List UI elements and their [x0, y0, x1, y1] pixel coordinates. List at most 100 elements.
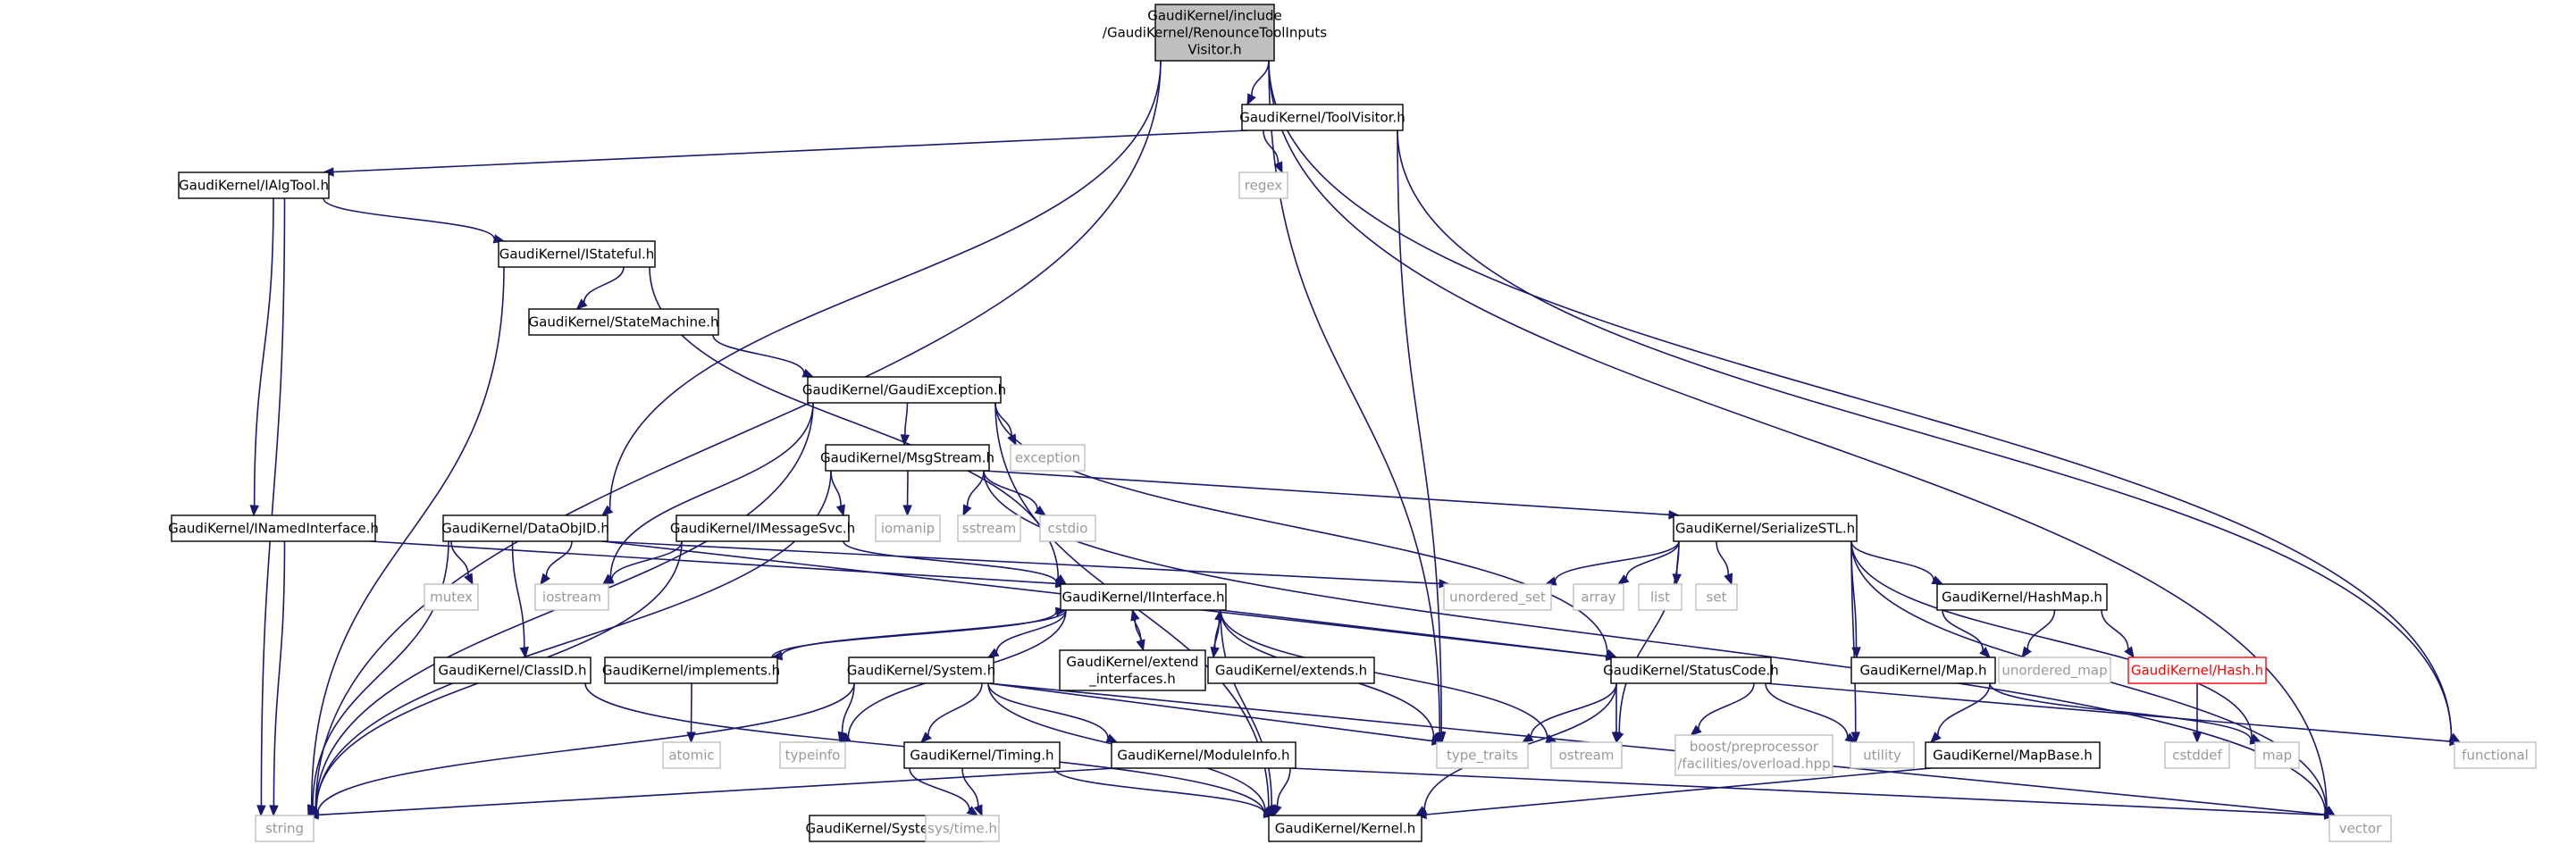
node-box	[1238, 171, 1288, 199]
edge-line	[841, 682, 855, 733]
edge-line	[332, 130, 1248, 173]
edge-line	[904, 402, 909, 436]
node-label-line: string	[265, 821, 304, 837]
edge-msgstream-to-serializestl	[983, 470, 1681, 520]
edge-system-to-string	[306, 682, 855, 818]
edge-line	[1268, 60, 2453, 738]
node-box	[1241, 104, 1404, 131]
node-array: array	[1573, 583, 1624, 611]
edge-timing-to-systembase	[909, 767, 979, 816]
node-box	[2328, 815, 2392, 842]
edge-line	[1850, 540, 1857, 733]
node-timing[interactable]: GaudiKernel/Timing.h	[903, 741, 1061, 769]
node-label-line: mutex	[430, 590, 473, 606]
node-mapbase[interactable]: GaudiKernel/MapBase.h	[1925, 741, 2101, 769]
node-box	[604, 656, 778, 684]
node-map: map	[2254, 741, 2300, 769]
edge-line	[843, 540, 1057, 583]
node-map-h[interactable]: GaudiKernel/Map.h	[1850, 656, 1996, 684]
arrowhead	[1246, 93, 1256, 106]
arrowhead	[900, 434, 910, 447]
node-classid[interactable]: GaudiKernel/ClassID.h	[433, 656, 592, 684]
node-label-line: sstream	[962, 521, 1016, 537]
node-box	[1111, 741, 1296, 769]
node-ialgtool[interactable]: GaudiKernel/IAlgTool.h	[178, 171, 330, 199]
node-imessagesvc[interactable]: GaudiKernel/IMessageSvc.h	[670, 514, 855, 542]
edge-system-to-type_traits	[987, 682, 1444, 746]
edge-hashmap-to-hash_h	[2101, 609, 2135, 659]
edge-serializestl-to-utility	[1850, 540, 1860, 744]
edge-serializestl-to-map	[1850, 540, 2262, 743]
node-box	[1573, 583, 1624, 611]
edge-line	[317, 767, 1118, 816]
edge-line	[1936, 682, 1991, 736]
arrowhead	[1214, 608, 1224, 622]
edge-line	[1716, 540, 1730, 575]
node-regex: regex	[1238, 171, 1288, 199]
edge-hash_h-to-cstddef	[2192, 683, 2203, 744]
node-box	[1610, 656, 1772, 684]
edge-implements-to-atomic	[686, 682, 696, 744]
node-statemachine[interactable]: GaudiKernel/StateMachine.h	[528, 308, 719, 336]
node-gaudiexception[interactable]: GaudiKernel/GaudiException.h	[802, 376, 1006, 404]
node-iinterface[interactable]: GaudiKernel/IInterface.h	[1060, 583, 1227, 611]
node-extends[interactable]: GaudiKernel/extends.h	[1207, 656, 1375, 684]
edge-implements-to-iinterface	[771, 606, 1068, 658]
edge-line	[1850, 540, 2253, 739]
node-box	[2127, 656, 2267, 684]
edge-line	[966, 470, 985, 507]
node-box	[534, 583, 609, 611]
arrowhead	[1521, 732, 1534, 743]
node-box	[779, 741, 846, 769]
edge-istateful-to-statemachine	[575, 266, 625, 310]
arrowhead	[256, 805, 266, 817]
node-hashmap[interactable]: GaudiKernel/HashMap.h	[1936, 583, 2108, 611]
node-implements[interactable]: GaudiKernel/implements.h	[602, 656, 780, 684]
node-serializestl[interactable]: GaudiKernel/SerializeSTL.h	[1673, 514, 1858, 542]
node-toolvisitor[interactable]: GaudiKernel/ToolVisitor.h	[1239, 104, 1405, 131]
node-box	[1010, 444, 1086, 472]
node-root[interactable]: GaudiKernel/include/GaudiKernel/Renounce…	[1103, 4, 1327, 62]
edge-iinterface-to-system	[986, 609, 1067, 658]
node-statuscode[interactable]: GaudiKernel/StatusCode.h	[1603, 656, 1779, 684]
edge-line	[2026, 609, 2056, 650]
edge-line	[316, 682, 855, 814]
node-box	[498, 240, 656, 268]
node-ostream: ostream	[1550, 741, 1623, 769]
node-box	[675, 514, 850, 542]
node-moduleinfo[interactable]: GaudiKernel/ModuleInfo.h	[1111, 741, 1296, 769]
arrowhead	[464, 573, 474, 586]
node-system[interactable]: GaudiKernel/System.h	[847, 656, 995, 684]
edge-line	[1134, 619, 1145, 651]
node-kernel[interactable]: GaudiKernel/Kernel.h	[1268, 815, 1422, 842]
node-label-line: type_traits	[1447, 748, 1518, 765]
node-unordered-set: unordered_set	[1443, 583, 1552, 611]
node-set: set	[1695, 583, 1738, 611]
node-box	[957, 514, 1021, 542]
edge-line	[1989, 682, 2253, 740]
node-box	[925, 815, 1000, 842]
arrowhead	[1930, 732, 1942, 743]
arrowhead	[1690, 724, 1702, 736]
node-label-line: regex	[1245, 178, 1283, 194]
edge-line	[1220, 609, 1607, 657]
node-label-line: vector	[2339, 821, 2382, 837]
edge-serializestl-to-ostream	[1615, 540, 1680, 744]
node-msgstream[interactable]: GaudiKernel/MsgStream.h	[820, 444, 994, 472]
node-hash-h[interactable]: GaudiKernel/Hash.h	[2127, 656, 2267, 684]
node-extend[interactable]: GaudiKernel/extend_interfaces.h	[1059, 649, 1206, 691]
arrowhead	[1979, 647, 1991, 658]
node-label-line: sys/time.h	[927, 821, 997, 837]
edge-toolvisitor-to-ialgtool	[322, 130, 1248, 177]
node-label-line: GaudiKernel/Hash.h	[2131, 663, 2263, 679]
edge-system-to-timing	[920, 682, 983, 743]
node-inamedinterface[interactable]: GaudiKernel/INamedInterface.h	[168, 514, 379, 542]
node-iostream: iostream	[534, 583, 609, 611]
node-dataobjid[interactable]: GaudiKernel/DataObjID.h	[441, 514, 609, 542]
edge-line	[608, 60, 1162, 510]
edge-line	[2101, 609, 2129, 649]
edge-line	[1554, 540, 1680, 581]
node-istateful[interactable]: GaudiKernel/IStateful.h	[498, 240, 656, 268]
node-box	[1850, 656, 1996, 684]
node-label-line: GaudiKernel/MsgStream.h	[820, 450, 994, 466]
